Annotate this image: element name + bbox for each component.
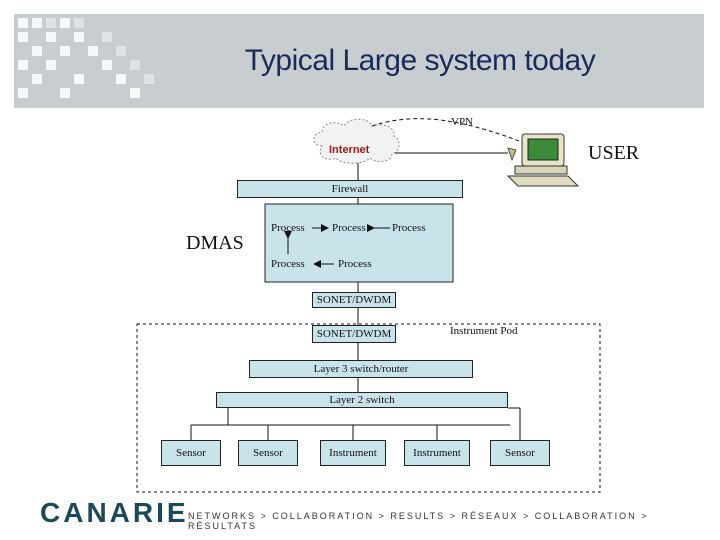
canarie-logo: CANARIE — [40, 497, 189, 528]
vpn-label: VPN — [451, 116, 474, 128]
layer3-switch-box: Layer 3 switch/router — [249, 360, 473, 378]
computer-icon — [506, 133, 580, 187]
firewall-box: Firewall — [237, 180, 463, 198]
process-3: Process — [392, 222, 426, 234]
process-1: Process — [271, 222, 305, 234]
header-banner — [14, 14, 704, 108]
device-sensor-3: Sensor — [490, 440, 550, 466]
footer-tagline: NETWORKS > COLLABORATION > RESULTS > RÉS… — [188, 511, 649, 531]
vpn-link — [371, 118, 531, 146]
instrument-pod-label: Instrument Pod — [450, 325, 518, 337]
page-title: Typical Large system today — [244, 44, 596, 77]
layer2-switch-box: Layer 2 switch — [216, 392, 508, 408]
dmas-label: DMAS — [186, 232, 244, 254]
sonet-dwdm-top: SONET/DWDM — [312, 292, 396, 308]
instrument-pod-boundary — [136, 323, 601, 493]
internet-cloud — [313, 118, 400, 164]
dmas-container — [264, 203, 454, 283]
device-instrument-2: Instrument — [404, 440, 470, 466]
mosaic-pattern — [18, 18, 154, 98]
process-4: Process — [271, 258, 305, 270]
internet-label: Internet — [329, 144, 370, 156]
device-sensor-2: Sensor — [238, 440, 298, 466]
device-sensor-1: Sensor — [161, 440, 221, 466]
user-label: USER — [588, 142, 640, 164]
process-2: Process — [332, 222, 366, 234]
device-instrument-1: Instrument — [320, 440, 386, 466]
sonet-dwdm-bottom: SONET/DWDM — [312, 325, 396, 343]
process-5: Process — [338, 258, 372, 270]
